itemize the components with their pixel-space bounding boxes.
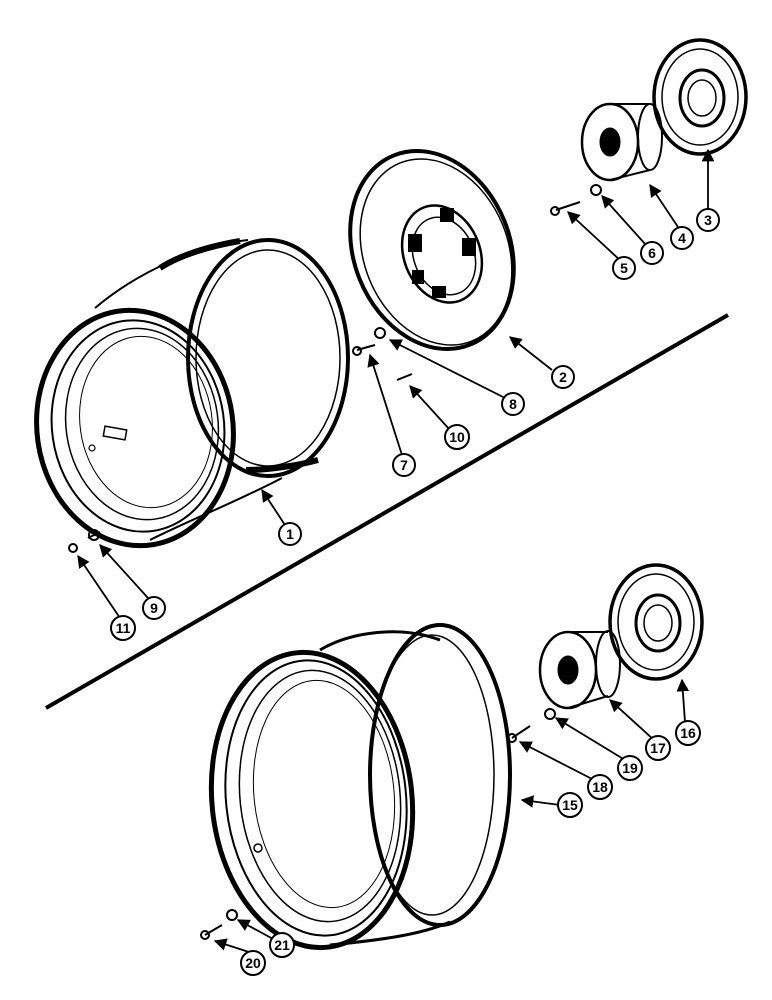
hub-lower	[538, 630, 621, 710]
callout-label: 8	[509, 396, 517, 412]
callout-label: 20	[245, 955, 261, 971]
callout-8: 8	[501, 392, 525, 416]
callout-label: 3	[704, 212, 712, 228]
hardware-upper	[68, 184, 602, 553]
callout-15: 15	[557, 792, 583, 818]
callout-label: 15	[562, 797, 578, 813]
callout-label: 11	[116, 620, 131, 636]
callout-label: 17	[650, 740, 666, 756]
callout-9: 9	[142, 596, 166, 620]
callout-label: 19	[622, 760, 638, 776]
callout-label: 6	[648, 245, 656, 261]
callout-label: 7	[400, 457, 408, 473]
callout-16: 16	[675, 720, 701, 746]
center-disc-upper	[348, 149, 516, 351]
callout-3: 3	[696, 208, 720, 232]
callout-7: 7	[392, 453, 416, 477]
callout-label: 21	[274, 937, 290, 953]
callout-20: 20	[240, 950, 266, 976]
hub-upper	[580, 102, 663, 182]
callout-1: 1	[278, 522, 302, 546]
callout-label: 10	[449, 429, 465, 445]
callout-label: 5	[620, 260, 628, 276]
wheel-rim-lower	[208, 623, 512, 951]
callout-10: 10	[444, 424, 470, 450]
callout-label: 16	[680, 725, 696, 741]
callout-19: 19	[617, 755, 643, 781]
wheel-rim-upper	[34, 238, 350, 549]
callout-18: 18	[587, 774, 613, 800]
callout-6: 6	[640, 241, 664, 265]
section-divider-line	[45, 313, 729, 710]
callout-label: 4	[678, 230, 686, 246]
callout-label: 2	[559, 369, 567, 385]
callout-2: 2	[551, 365, 575, 389]
callout-label: 1	[286, 526, 294, 542]
callout-21: 21	[269, 932, 295, 958]
callout-label: 9	[150, 600, 158, 616]
leader-lines	[77, 148, 715, 954]
hardware-lower	[200, 708, 556, 940]
flange-upper	[652, 38, 748, 156]
callout-4: 4	[670, 226, 694, 250]
flange-lower	[608, 563, 704, 681]
callout-17: 17	[645, 735, 671, 761]
callout-5: 5	[612, 256, 636, 280]
callout-label: 18	[592, 779, 608, 795]
callout-11: 11	[110, 615, 136, 641]
